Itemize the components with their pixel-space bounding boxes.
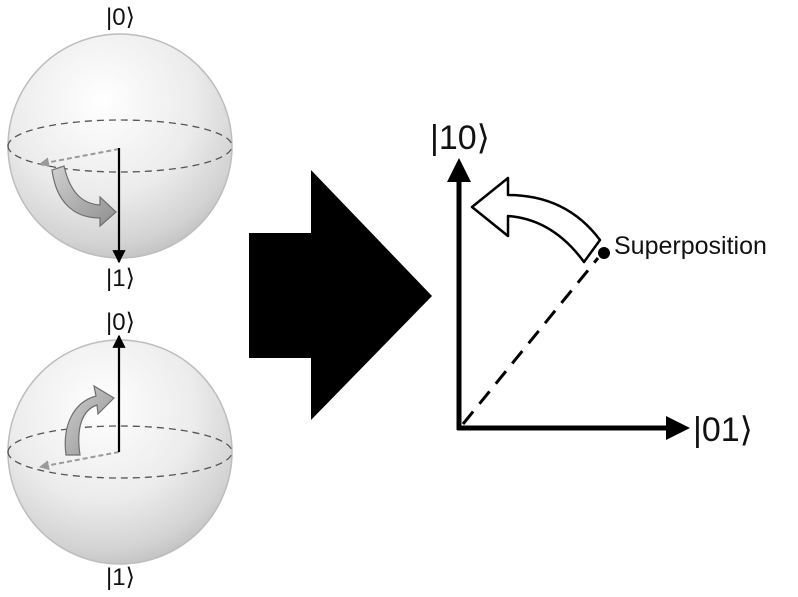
top-sphere-label-zero: |0⟩ [106,4,135,31]
bottom-sphere-label-one: |1⟩ [106,564,135,591]
x-axis-arrowhead [666,416,690,440]
top-sphere-label-one: |1⟩ [106,265,135,292]
y-axis-label: |10⟩ [430,119,490,157]
top-bloch-sphere: |0⟩ |1⟩ [8,4,232,292]
transition-arrow [249,170,432,420]
bottom-bloch-sphere: |0⟩ |1⟩ [8,309,232,591]
superposition-vector [463,258,598,424]
state-space-axes: |10⟩ |01⟩ [430,119,753,449]
bottom-sphere-label-zero: |0⟩ [106,309,135,336]
curved-transition-arrow [472,178,600,262]
y-axis-arrowhead [447,158,471,182]
superposition-point [598,247,610,259]
x-axis-label: |01⟩ [693,411,753,449]
superposition-label: Superposition [614,232,767,260]
